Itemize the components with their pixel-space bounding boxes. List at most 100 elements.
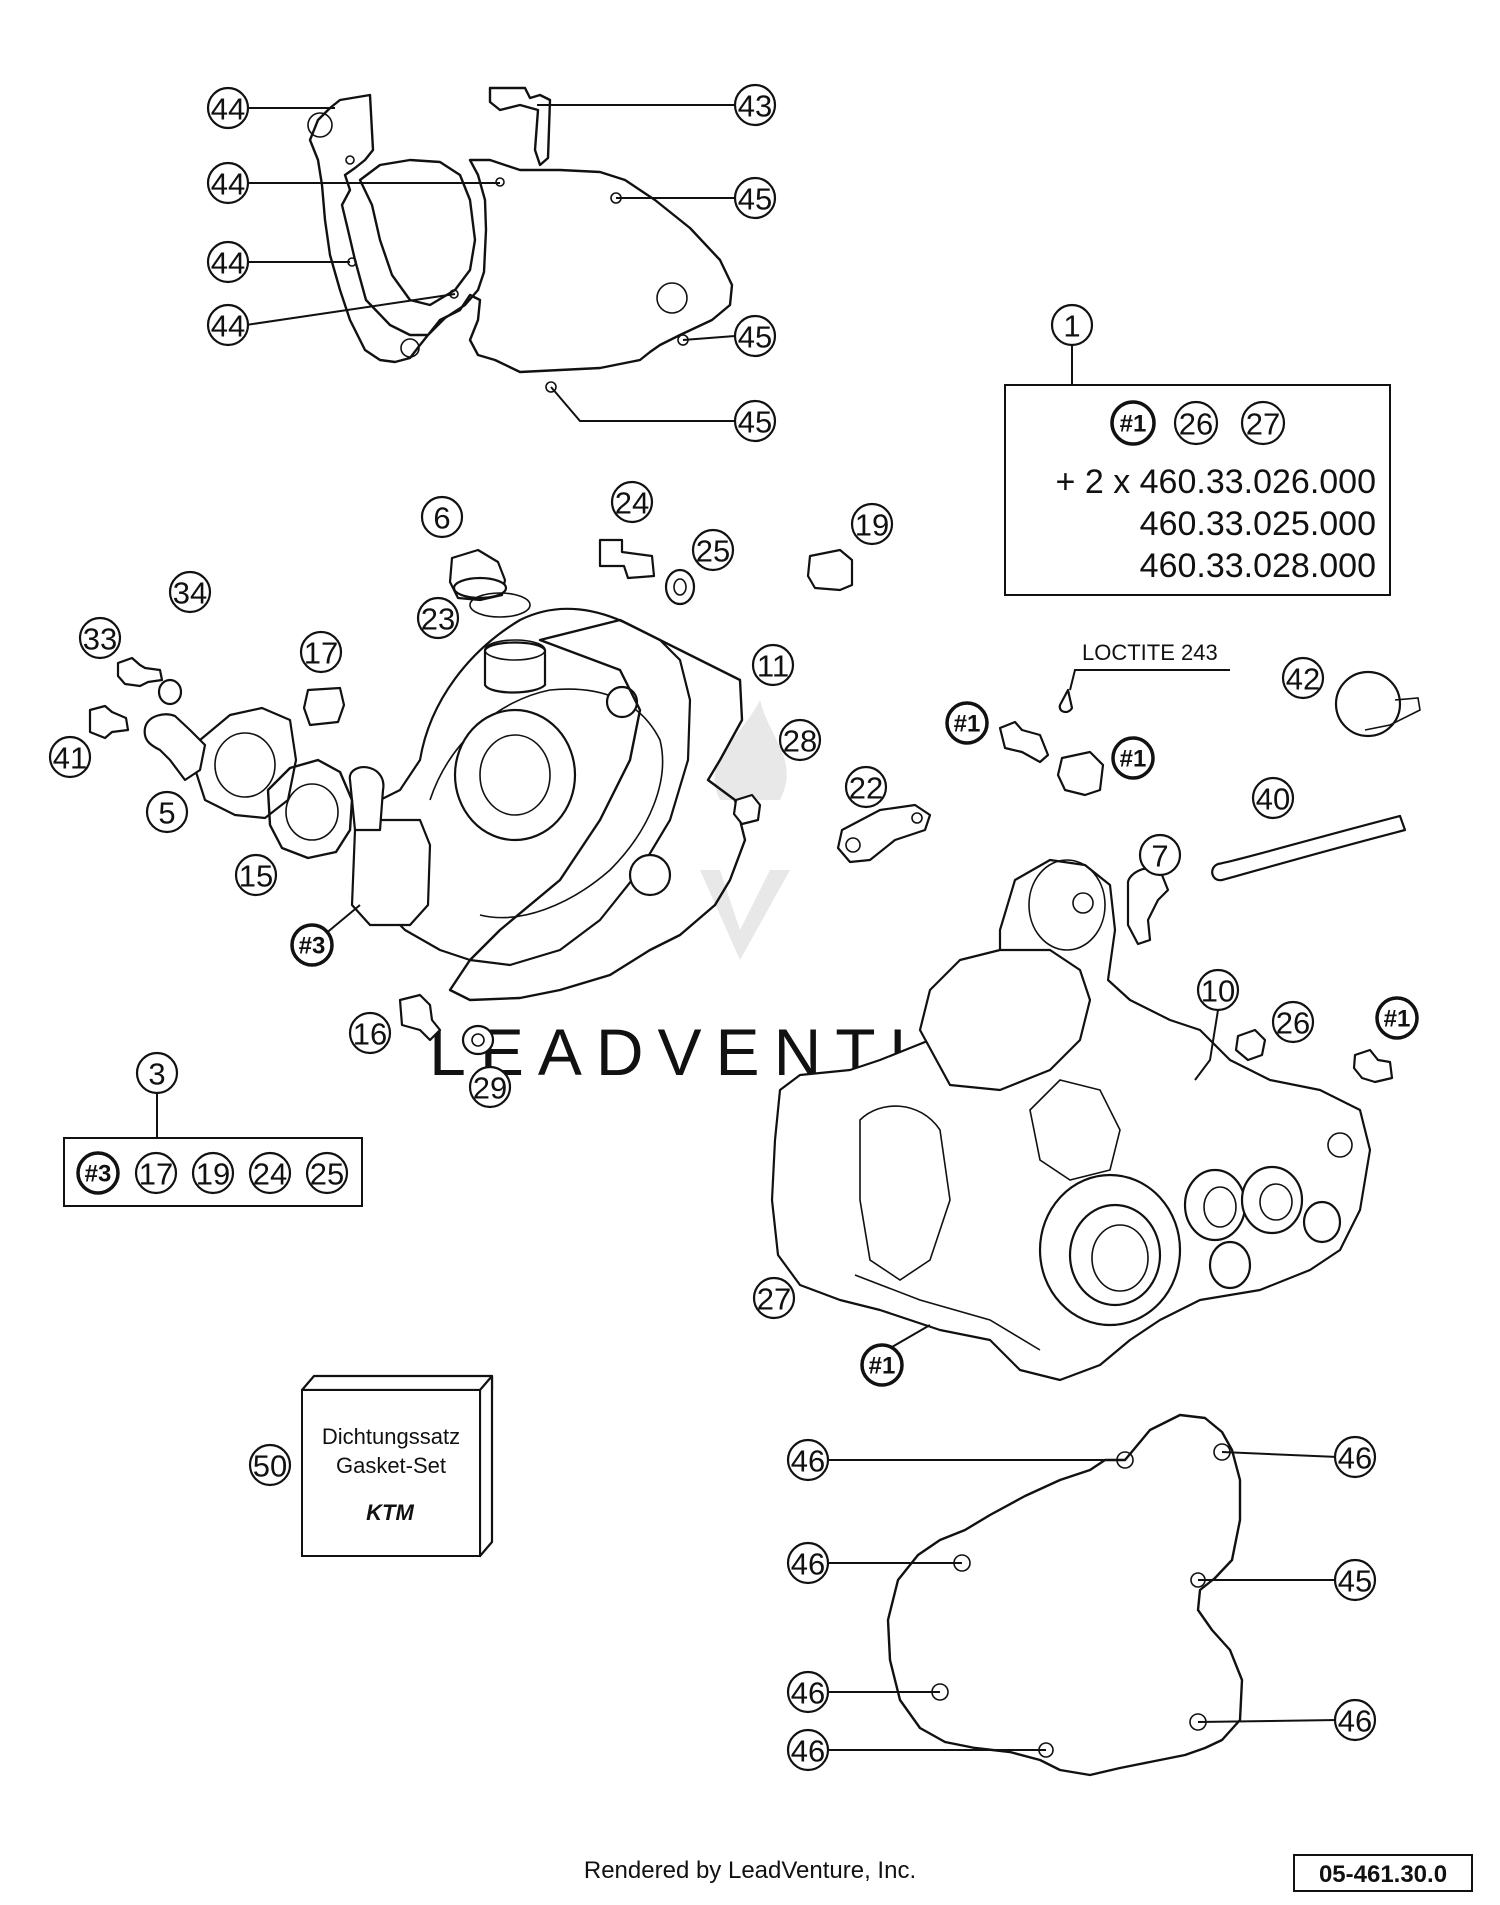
svg-text:41: 41 [53, 741, 87, 776]
washer-hole [673, 578, 687, 596]
breather-elbow [1126, 866, 1170, 946]
svg-text:45: 45 [738, 182, 772, 217]
sleeve [1234, 1028, 1267, 1062]
ignition-cover-gasket-outline [308, 93, 734, 374]
leader-line [245, 293, 456, 326]
gasket-hole [307, 112, 333, 138]
shaft-bore-small [1208, 1240, 1252, 1290]
kit-1-ref-26: 26 [1173, 400, 1219, 446]
svg-text:43: 43 [738, 89, 772, 124]
washer [461, 1024, 495, 1056]
callout-45: 45 [1333, 1558, 1377, 1602]
svg-text:#1: #1 [1384, 1006, 1411, 1033]
washer [664, 568, 696, 606]
kit-3-box: #3 17 19 24 25 [63, 1093, 363, 1207]
bolt [88, 704, 130, 740]
shaft-bore-small [1302, 1200, 1342, 1244]
callout-44: 44 [206, 240, 250, 284]
loctite-drop-icon [1058, 688, 1074, 714]
svg-text:46: 46 [1338, 1704, 1372, 1739]
leader-line [550, 386, 735, 422]
callout-44: 44 [206, 303, 250, 347]
ignition-gasket-inner [358, 158, 477, 307]
svg-text:25: 25 [696, 534, 730, 569]
gasket-hole [656, 282, 688, 314]
gasket-set-box-side [478, 1374, 494, 1558]
oil-filler-plug-base [452, 576, 508, 600]
svg-text:25: 25 [310, 1157, 344, 1192]
leader-lines [245, 104, 1339, 1751]
callout-29: 29 [468, 1065, 512, 1109]
callout-25: 25 [691, 528, 735, 572]
svg-text:26: 26 [1179, 407, 1213, 442]
callout-33: 33 [78, 616, 122, 660]
svg-text:44: 44 [211, 309, 245, 344]
callout-40: 40 [1251, 776, 1295, 820]
svg-text:24: 24 [253, 1157, 287, 1192]
gasket-set-label-de: Dichtungssatz [322, 1424, 460, 1449]
hose-clamp-band [1364, 697, 1421, 731]
gasket-tab-43 [488, 86, 552, 167]
callout-46: 46 [786, 1670, 830, 1714]
callout-17: 17 [299, 630, 343, 674]
callout-7: 7 [1138, 833, 1182, 877]
callout-50: 50 [248, 1443, 292, 1487]
callout-44: 44 [206, 161, 250, 205]
callout-15: 15 [234, 853, 278, 897]
gasket-bolt-hole [345, 155, 355, 165]
callout-3: 3 [135, 1051, 179, 1095]
svg-text:46: 46 [791, 1444, 825, 1479]
gasket-set-label-en: Gasket-Set [336, 1453, 446, 1478]
kit-3-ref-17: 17 [134, 1151, 178, 1195]
svg-text:#3: #3 [299, 933, 326, 960]
svg-text:29: 29 [473, 1071, 507, 1106]
kit-1-line-3: 460.33.028.000 [1140, 547, 1376, 585]
kit-3-ref-25: 25 [305, 1151, 349, 1195]
svg-text:5: 5 [158, 796, 175, 831]
callout-46: 46 [786, 1541, 830, 1585]
callout-#1: #1 [1375, 996, 1419, 1040]
callout-19: 19 [850, 502, 894, 546]
callout-45: 45 [733, 176, 777, 220]
svg-text:33: 33 [83, 622, 117, 657]
kit-3-ref-24: 24 [248, 1151, 292, 1195]
svg-text:#1: #1 [954, 711, 981, 738]
leader-line [1194, 1009, 1219, 1081]
kit-1-ref-27: 27 [1240, 400, 1286, 446]
lever-hole [845, 837, 861, 853]
lever [836, 803, 932, 864]
callout-23: 23 [416, 596, 460, 640]
svg-text:40: 40 [1256, 782, 1290, 817]
svg-text:15: 15 [239, 859, 273, 894]
water-pump-gasket-inner [285, 783, 339, 841]
diagram-code: 05-461.30.0 [1319, 1861, 1447, 1888]
oil-filler-opening [484, 639, 546, 661]
clutch-cover-boss [453, 708, 577, 842]
svg-text:7: 7 [1151, 839, 1168, 874]
bolt [1352, 1048, 1394, 1084]
svg-text:24: 24 [615, 486, 649, 521]
callout-42: 42 [1281, 656, 1325, 700]
crankcase-cylinder-mount [918, 948, 1092, 1092]
bolt [116, 656, 164, 688]
sleeve [732, 793, 762, 826]
crankcase-web [859, 1105, 951, 1281]
crankcase-upper-boss [1028, 859, 1106, 951]
crankcase-joint [854, 1274, 1041, 1351]
callout-#1: #1 [945, 701, 989, 745]
callout-27: 27 [752, 1276, 796, 1320]
callout-43: 43 [733, 83, 777, 127]
drain-plug [302, 686, 346, 727]
svg-text:19: 19 [855, 508, 889, 543]
svg-text:46: 46 [791, 1734, 825, 1769]
svg-text:28: 28 [783, 724, 817, 759]
svg-text:1: 1 [1063, 309, 1080, 344]
svg-text:46: 46 [1338, 1441, 1372, 1476]
svg-text:42: 42 [1286, 662, 1320, 697]
clutch-cover-gasket [448, 618, 747, 1002]
svg-text:11: 11 [757, 649, 789, 684]
svg-text:34: 34 [173, 576, 207, 611]
leader-line [891, 1324, 931, 1348]
callout-24: 24 [610, 480, 654, 524]
callout-10: 10 [1196, 968, 1240, 1012]
